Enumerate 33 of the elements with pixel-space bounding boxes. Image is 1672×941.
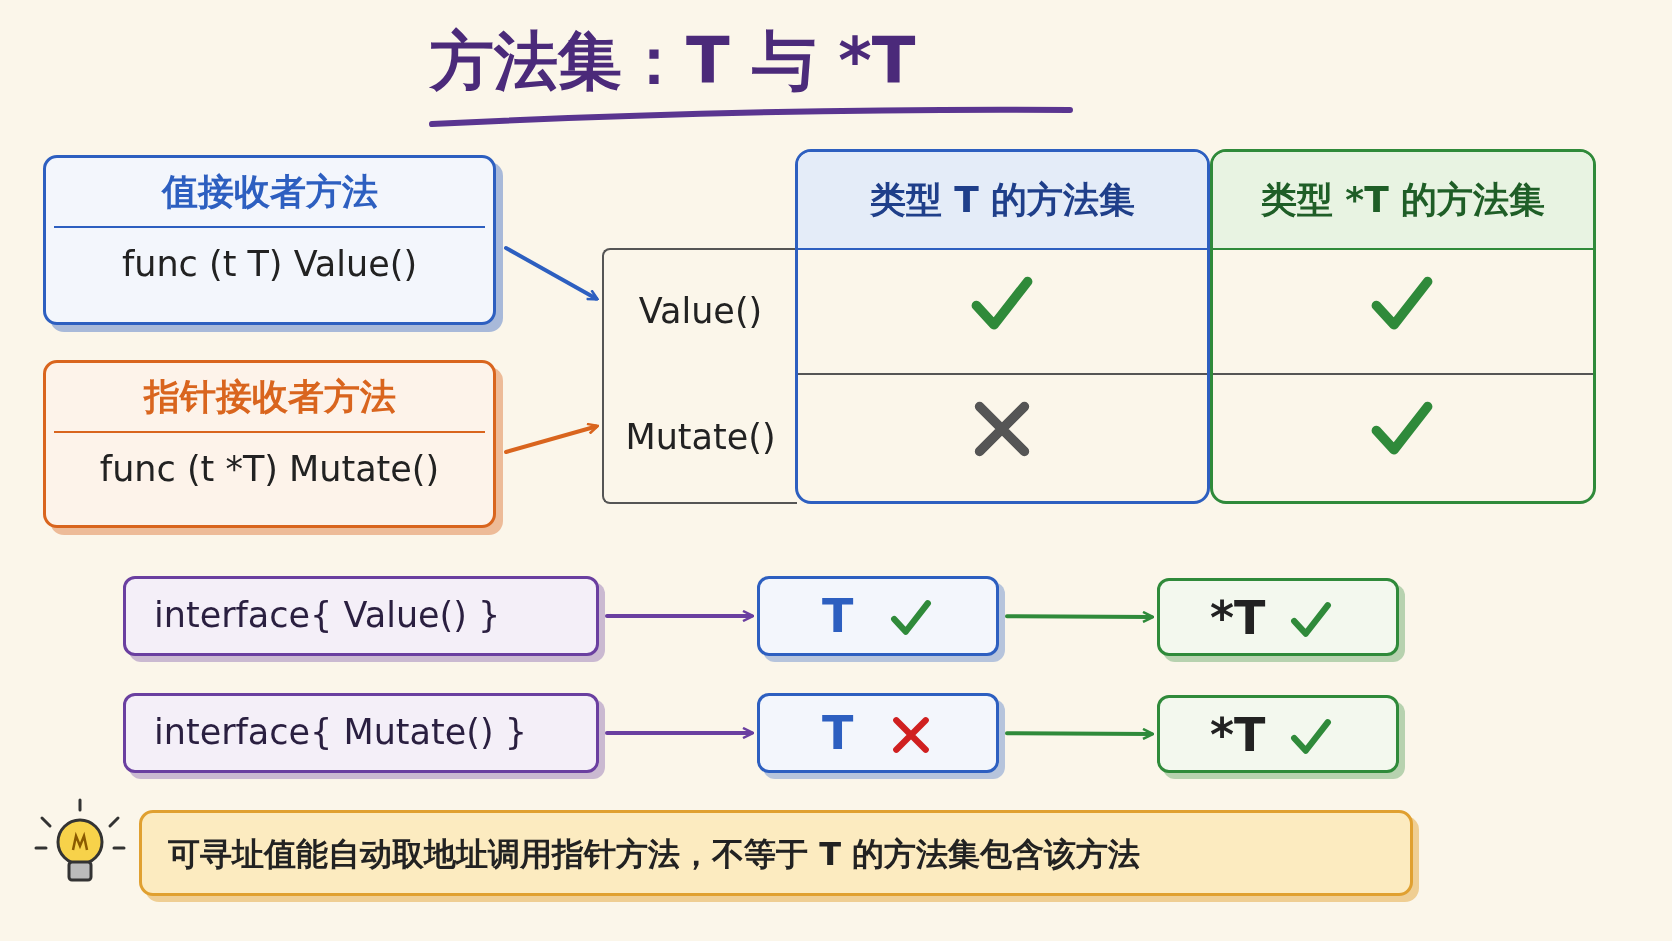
arrow [1005, 727, 1155, 741]
interface-box [123, 693, 599, 773]
column-heading: 类型 T 的方法集 [868, 178, 1137, 222]
arrow [605, 726, 755, 740]
method-card [43, 360, 496, 528]
code-text: interface{ Value() } [154, 595, 501, 635]
arrow [504, 246, 599, 301]
code-text: interface{ Mutate() } [154, 712, 527, 752]
code-text: func (t T) Value() [120, 244, 419, 284]
note-box [139, 810, 1413, 896]
note-text: 可寻址值能自动取地址调用指针方法，不等于 T 的方法集包含该方法 [168, 834, 1141, 875]
title: 方法集：T 与 *T [430, 23, 916, 100]
result-box [1157, 578, 1399, 656]
type-label: T [822, 706, 854, 760]
card-heading: 指针接收者方法 [142, 375, 397, 419]
row-label: Mutate() [624, 416, 777, 457]
method-set-column [795, 149, 1210, 504]
interface-box [123, 576, 599, 656]
method-set-column [1210, 149, 1596, 504]
column-heading: 类型 *T 的方法集 [1259, 178, 1547, 222]
arrow [504, 422, 600, 454]
arrow [1005, 610, 1155, 624]
row-label: Value() [637, 290, 764, 331]
type-label: T [822, 589, 854, 643]
result-box [757, 693, 999, 773]
type-label: *T [1210, 591, 1266, 645]
type-label: *T [1210, 708, 1266, 762]
method-card [43, 155, 496, 325]
result-box [1157, 695, 1399, 773]
card-heading: 值接收者方法 [160, 170, 379, 214]
arrow [605, 609, 755, 623]
result-box [757, 576, 999, 656]
code-text: func (t *T) Mutate() [98, 449, 441, 489]
